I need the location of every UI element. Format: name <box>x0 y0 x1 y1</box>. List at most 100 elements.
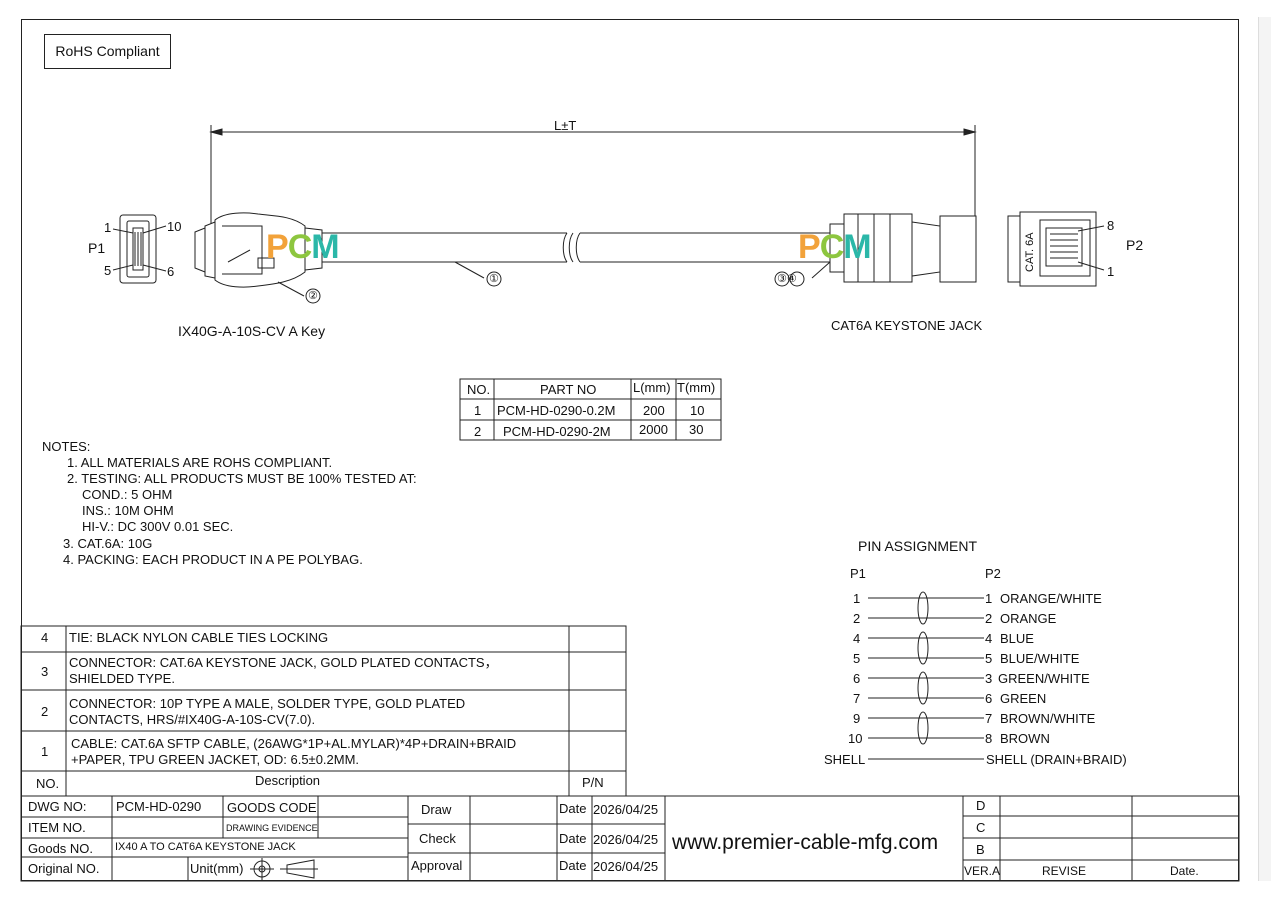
pin-p2-number: 7 <box>985 711 993 726</box>
note-line: INS.: 10M OHM <box>82 503 174 518</box>
callout-2-leader <box>277 281 305 297</box>
callout-34-leader <box>811 261 831 279</box>
item-no-label: ITEM NO. <box>28 820 86 835</box>
note-line: 2. TESTING: ALL PRODUCTS MUST BE 100% TE… <box>67 471 417 486</box>
bom-row-desc: SHIELDED TYPE. <box>69 671 175 686</box>
ver-label: VER.A <box>964 864 1001 878</box>
dimension-label: L±T <box>554 118 577 133</box>
revise-label: REVISE <box>1042 864 1087 878</box>
date-value: 2026/04/25 <box>593 832 659 847</box>
pin-p2-number: 6 <box>985 691 993 706</box>
parts-row1-l: 200 <box>643 403 665 418</box>
left-connector-name: IX40G-A-10S-CV A Key <box>178 323 326 339</box>
pin-p1-number: 2 <box>853 611 861 626</box>
p2-pin-8: 8 <box>1107 218 1115 233</box>
pin-wire-color: BROWN/WHITE <box>1000 711 1096 726</box>
note-line: 4. PACKING: EACH PRODUCT IN A PE POLYBAG… <box>63 552 363 567</box>
bom-header-no: NO. <box>36 776 60 791</box>
bom-table-grid <box>20 625 627 797</box>
pin-wire-color: GREEN/WHITE <box>998 671 1090 686</box>
dwg-no-value: PCM-HD-0290 <box>116 799 202 814</box>
parts-header-t: T(mm) <box>677 380 716 395</box>
pin-p2-head: P2 <box>985 566 1001 581</box>
pin-p1-number: 9 <box>853 711 861 726</box>
ix40-plug <box>194 212 323 288</box>
pin-p1-number: 5 <box>853 651 861 666</box>
title-block-grid <box>20 795 1240 882</box>
bom-header-pn: P/N <box>582 775 604 790</box>
p1-pin-5: 5 <box>104 263 112 278</box>
watermark-m: M <box>311 228 339 266</box>
parts-row1-no: 1 <box>474 403 482 418</box>
pin-p2-number: 8 <box>985 731 993 746</box>
rev-letter-c: C <box>976 820 986 835</box>
parts-header-partno: PART NO <box>540 382 597 397</box>
unit-label: Unit(mm) <box>190 861 244 876</box>
pin-shell-left: SHELL <box>824 752 866 767</box>
pin-p2-number: 1 <box>985 591 993 606</box>
parts-row2-l: 2000 <box>639 422 668 437</box>
date-label: Date <box>559 801 587 816</box>
pin-p1-head: P1 <box>850 566 866 581</box>
pin-p2-number: 5 <box>985 651 993 666</box>
rev-letter-b: B <box>976 842 985 857</box>
bom-row-desc: CONNECTOR: 10P TYPE A MALE, SOLDER TYPE,… <box>69 696 466 711</box>
date-value: 2026/04/25 <box>593 802 659 817</box>
original-no-label: Original NO. <box>28 861 100 876</box>
pin-shell-right: SHELL (DRAIN+BRAID) <box>986 752 1127 767</box>
pin-p1-number: 6 <box>853 671 861 686</box>
draw-label: Draw <box>421 802 452 817</box>
pin-wire-color: BROWN <box>1000 731 1050 746</box>
callout-3-4: ③④ <box>777 273 797 285</box>
dim-arrow-left <box>209 128 223 136</box>
note-line: 1. ALL MATERIALS ARE ROHS COMPLIANT. <box>67 455 333 470</box>
jack-cat6a-text: CAT. 6A <box>1024 232 1036 272</box>
bom-row-desc: CONNECTOR: CAT.6A KEYSTONE JACK, GOLD PL… <box>69 655 498 670</box>
parts-header-l: L(mm) <box>633 380 671 395</box>
pin-wire-color: ORANGE/WHITE <box>1000 591 1102 606</box>
bom-row-no: 2 <box>41 704 49 719</box>
pin-p2-number: 3 <box>985 671 993 686</box>
parts-row1-partno: PCM-HD-0290-0.2M <box>497 403 616 418</box>
pin-assignment-lines <box>868 591 984 760</box>
pin-wire-color: BLUE <box>1000 631 1034 646</box>
notes-title: NOTES: <box>42 439 91 454</box>
bom-row-desc: +PAPER, TPU GREEN JACKET, OD: 6.5±0.2MM. <box>71 752 360 767</box>
pin-assignment-title: PIN ASSIGNMENT <box>858 538 978 554</box>
p1-pin-1: 1 <box>104 220 112 235</box>
pin-p1-number: 7 <box>853 691 861 706</box>
watermark-p: P <box>266 228 289 266</box>
bom-row-desc: CABLE: CAT.6A SFTP CABLE, (26AWG*1P+AL.M… <box>71 736 517 751</box>
date-label: Date <box>559 858 587 873</box>
p1-pin-10: 10 <box>167 219 182 234</box>
dim-arrow-right <box>963 128 977 136</box>
note-line: HI-V.: DC 300V 0.01 SEC. <box>82 519 234 534</box>
pin-p1-number: 10 <box>848 731 863 746</box>
rev-letter-d: D <box>976 798 986 813</box>
pin-wire-color: GREEN <box>1000 691 1047 706</box>
keystone-jack-side <box>829 213 977 283</box>
parts-table-grid <box>459 378 722 441</box>
bom-header-desc: Description <box>255 773 321 788</box>
callout-1: ① <box>489 273 499 285</box>
parts-row2-t: 30 <box>689 422 704 437</box>
pin-p1-number: 4 <box>853 631 861 646</box>
p2-label: P2 <box>1126 237 1144 253</box>
pin-p1-number: 1 <box>853 591 861 606</box>
p1-label: P1 <box>88 240 106 256</box>
p1-pin-6: 6 <box>167 264 175 279</box>
goods-no-label: Goods NO. <box>28 841 94 856</box>
pin-wire-color: BLUE/WHITE <box>1000 651 1080 666</box>
watermark-c: C <box>819 228 845 266</box>
date-label: Date <box>559 831 587 846</box>
page-scrollbar[interactable] <box>1258 17 1271 881</box>
bom-row-desc: CONTACTS, HRS/#IX40G-A-10S-CV(7.0). <box>69 712 316 727</box>
callout-2: ② <box>308 290 318 302</box>
pin-p2-number: 2 <box>985 611 993 626</box>
approval-label: Approval <box>411 858 463 873</box>
parts-row1-t: 10 <box>690 403 705 418</box>
bom-row-desc: TIE: BLACK NYLON CABLE TIES LOCKING <box>69 630 329 645</box>
note-line: COND.: 5 OHM <box>82 487 173 502</box>
bom-row-no: 3 <box>41 664 49 679</box>
dwg-no-label: DWG NO: <box>28 799 87 814</box>
